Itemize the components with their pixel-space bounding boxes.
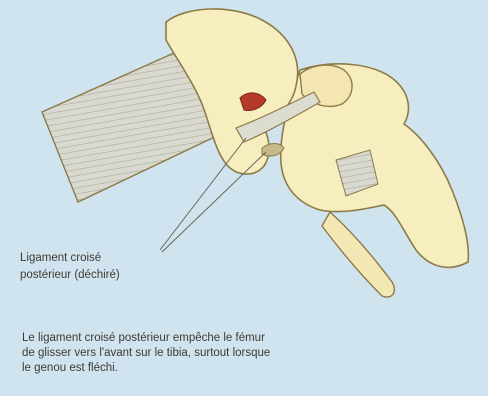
fibula-bone bbox=[322, 212, 394, 297]
caption-line-2: de glisser vers l'avant sur le tibia, su… bbox=[22, 346, 422, 361]
leader-line-2 bbox=[162, 152, 266, 252]
ligament-label-line-1: Ligament croisé bbox=[20, 250, 120, 267]
ligament-label: Ligament croisé postérieur (déchiré) bbox=[20, 250, 120, 284]
figure-caption: Le ligament croisé postérieur empêche le… bbox=[22, 331, 422, 376]
caption-line-1: Le ligament croisé postérieur empêche le… bbox=[22, 331, 422, 346]
ligament-label-line-2: postérieur (déchiré) bbox=[20, 267, 120, 284]
caption-line-3: le genou est fléchi. bbox=[22, 361, 422, 376]
